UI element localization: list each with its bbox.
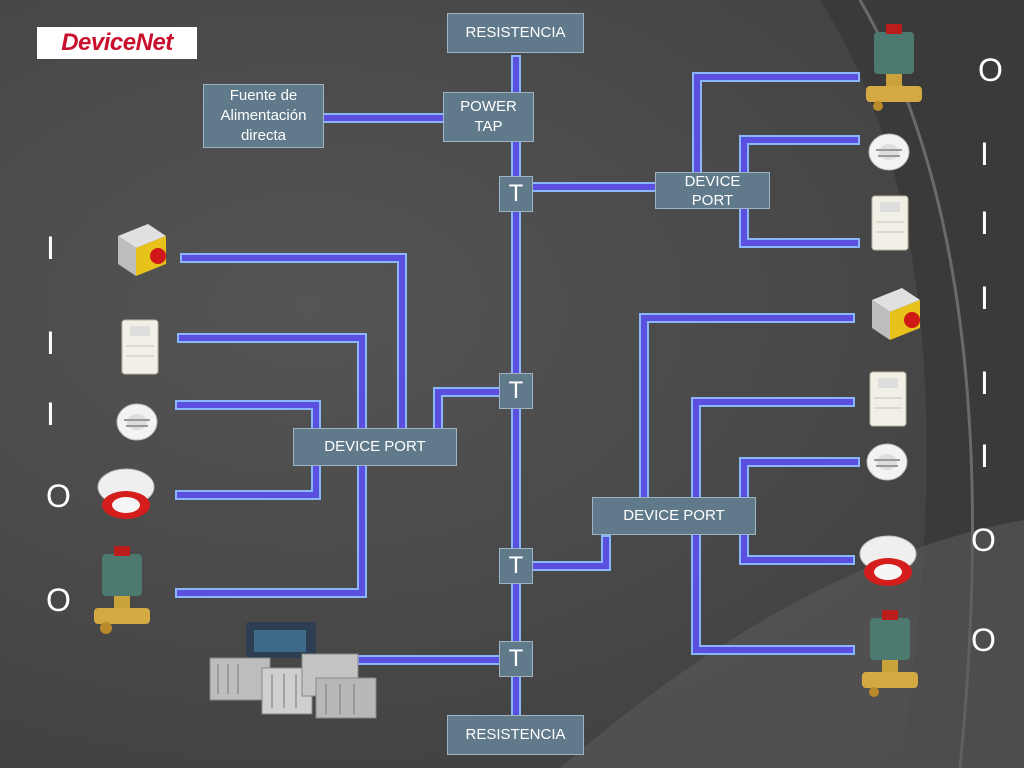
sensor-box-icon [871,195,909,251]
tap-t1: T [499,176,533,212]
smoke-detector-icon [116,403,158,441]
device-port-right-box: DEVICE PORT [592,497,756,535]
power-tap-box: POWER TAP [443,92,534,142]
plc-rack-icon [209,622,377,719]
device-port-left-box: DEVICE PORT [293,428,457,466]
right-io-label: O [971,522,996,558]
right-io-label: I [980,280,989,316]
right-io-label: I [980,365,989,401]
resistencia-top-box: RESISTENCIA [447,13,584,53]
left-io-label: O [46,582,71,618]
smoke-detector-icon [868,133,910,171]
tap-t3: T [499,548,533,584]
sensor-box-icon [121,319,159,375]
right-io-label: O [971,622,996,658]
left-io-label: I [46,325,55,361]
right-io-label: I [980,438,989,474]
alarm-beacon-icon [97,468,155,519]
left-io-label: I [46,230,55,266]
devicenet-logo: DeviceNet [37,27,197,59]
left-io-label: O [46,478,71,514]
smoke-detector-icon [866,443,908,481]
solenoid-valve-icon [862,610,918,697]
right-io-label: O [978,52,1003,88]
tap-t2: T [499,373,533,409]
left-io-label: I [46,396,55,432]
push-button-box-icon [872,288,920,340]
right-io-label: I [980,205,989,241]
sensor-box-icon [869,371,907,427]
device-port-right-top-box: DEVICE PORT [655,172,770,209]
right-io-label: I [980,136,989,172]
solenoid-valve-icon [866,24,922,111]
tap-t4: T [499,641,533,677]
solenoid-valve-icon [94,546,150,634]
alarm-beacon-icon [859,535,917,586]
push-button-box-icon [118,224,166,276]
resistencia-bottom-box: RESISTENCIA [447,715,584,755]
fuente-alimentacion-box: Fuente de Alimentación directa [203,84,324,148]
